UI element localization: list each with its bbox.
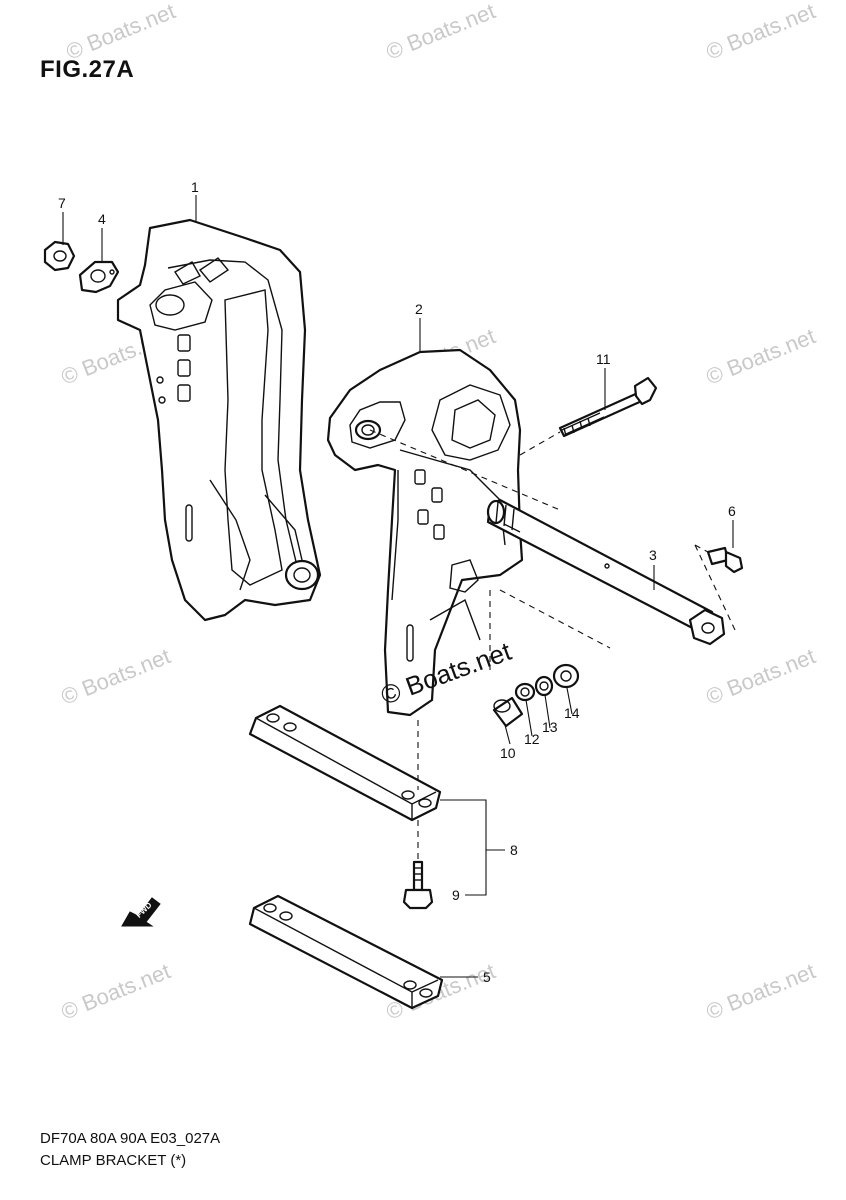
- callout-13: 13: [542, 719, 558, 735]
- footer-model-code: DF70A 80A 90A E03_027A: [40, 1130, 221, 1147]
- callout-2: 2: [415, 301, 423, 317]
- watermark-low-left: © Boats.net: [58, 643, 174, 709]
- part-12-washer: [514, 682, 536, 702]
- callout-8: 8: [510, 842, 518, 858]
- watermark-top-center: © Boats.net: [383, 0, 499, 65]
- part-4-plate: [78, 260, 120, 294]
- alignment-lines: [369, 429, 736, 862]
- part-14-washer: [552, 663, 580, 689]
- part-7-nut: [43, 240, 76, 272]
- callout-3: 3: [649, 547, 657, 563]
- callout-14: 14: [564, 705, 580, 721]
- part-10-bushing: [492, 696, 524, 728]
- callout-4: 4: [98, 211, 106, 227]
- callout-7: 7: [58, 195, 66, 211]
- part-6-grease-nipple: [706, 546, 744, 574]
- fwd-arrow-icon: FWD: [121, 897, 161, 927]
- callout-9: 9: [452, 887, 460, 903]
- callout-labels: 1 2 3 4 5 6 7 8 9 10 11 12 13 14: [58, 179, 736, 985]
- part-5-plate: [248, 894, 444, 1010]
- part-9-bolt: [402, 860, 434, 910]
- callout-5: 5: [483, 969, 491, 985]
- part-2-clamp-bracket-starboard: [326, 348, 524, 717]
- watermark-bottom-right: © Boats.net: [703, 958, 819, 1024]
- part-1-clamp-bracket-port: [116, 218, 322, 622]
- watermark-top-left: © Boats.net: [63, 0, 179, 65]
- footer-figure-name: CLAMP BRACKET (*): [40, 1152, 187, 1169]
- part-8-plate: [248, 704, 442, 822]
- callout-12: 12: [524, 731, 540, 747]
- figure-title: FIG.27A: [40, 56, 135, 83]
- watermark-low-right: © Boats.net: [703, 643, 819, 709]
- callout-11: 11: [596, 351, 611, 367]
- part-11-bolt: [558, 376, 658, 438]
- part-3-tilt-tube: [486, 498, 726, 646]
- part-13-washer: [534, 675, 554, 697]
- callout-6: 6: [728, 503, 736, 519]
- callout-1: 1: [191, 179, 199, 195]
- watermark-top-right: © Boats.net: [703, 0, 819, 65]
- leader-lines: [62, 195, 734, 978]
- watermark-bottom-left: © Boats.net: [58, 958, 174, 1024]
- callout-10: 10: [500, 745, 516, 761]
- watermark-mid-right: © Boats.net: [703, 323, 819, 389]
